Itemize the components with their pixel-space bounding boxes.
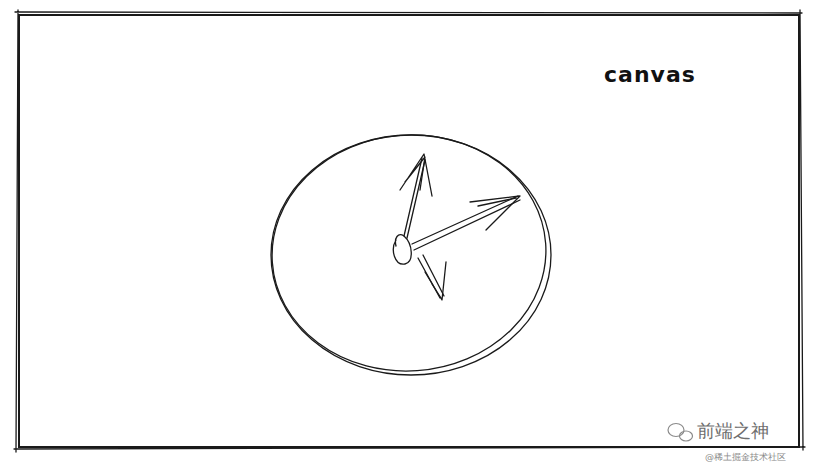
canvas-frame: canvas [18, 14, 800, 448]
arrow-head [425, 262, 446, 300]
clock-pivot [393, 235, 411, 264]
canvas-sketch-line [14, 10, 805, 452]
arrow-head [400, 154, 432, 196]
clock-hand [418, 255, 444, 298]
canvas-label: canvas [604, 62, 696, 87]
wechat-icon [668, 424, 684, 437]
arrow-head [470, 196, 520, 230]
clock-face-stroke [264, 126, 554, 381]
watermark-subtext: @稀土掘金技术社区 [705, 451, 786, 464]
clock-hand [412, 196, 520, 250]
watermark-text: 前端之神 [697, 419, 769, 443]
wechat-icon [680, 431, 693, 441]
